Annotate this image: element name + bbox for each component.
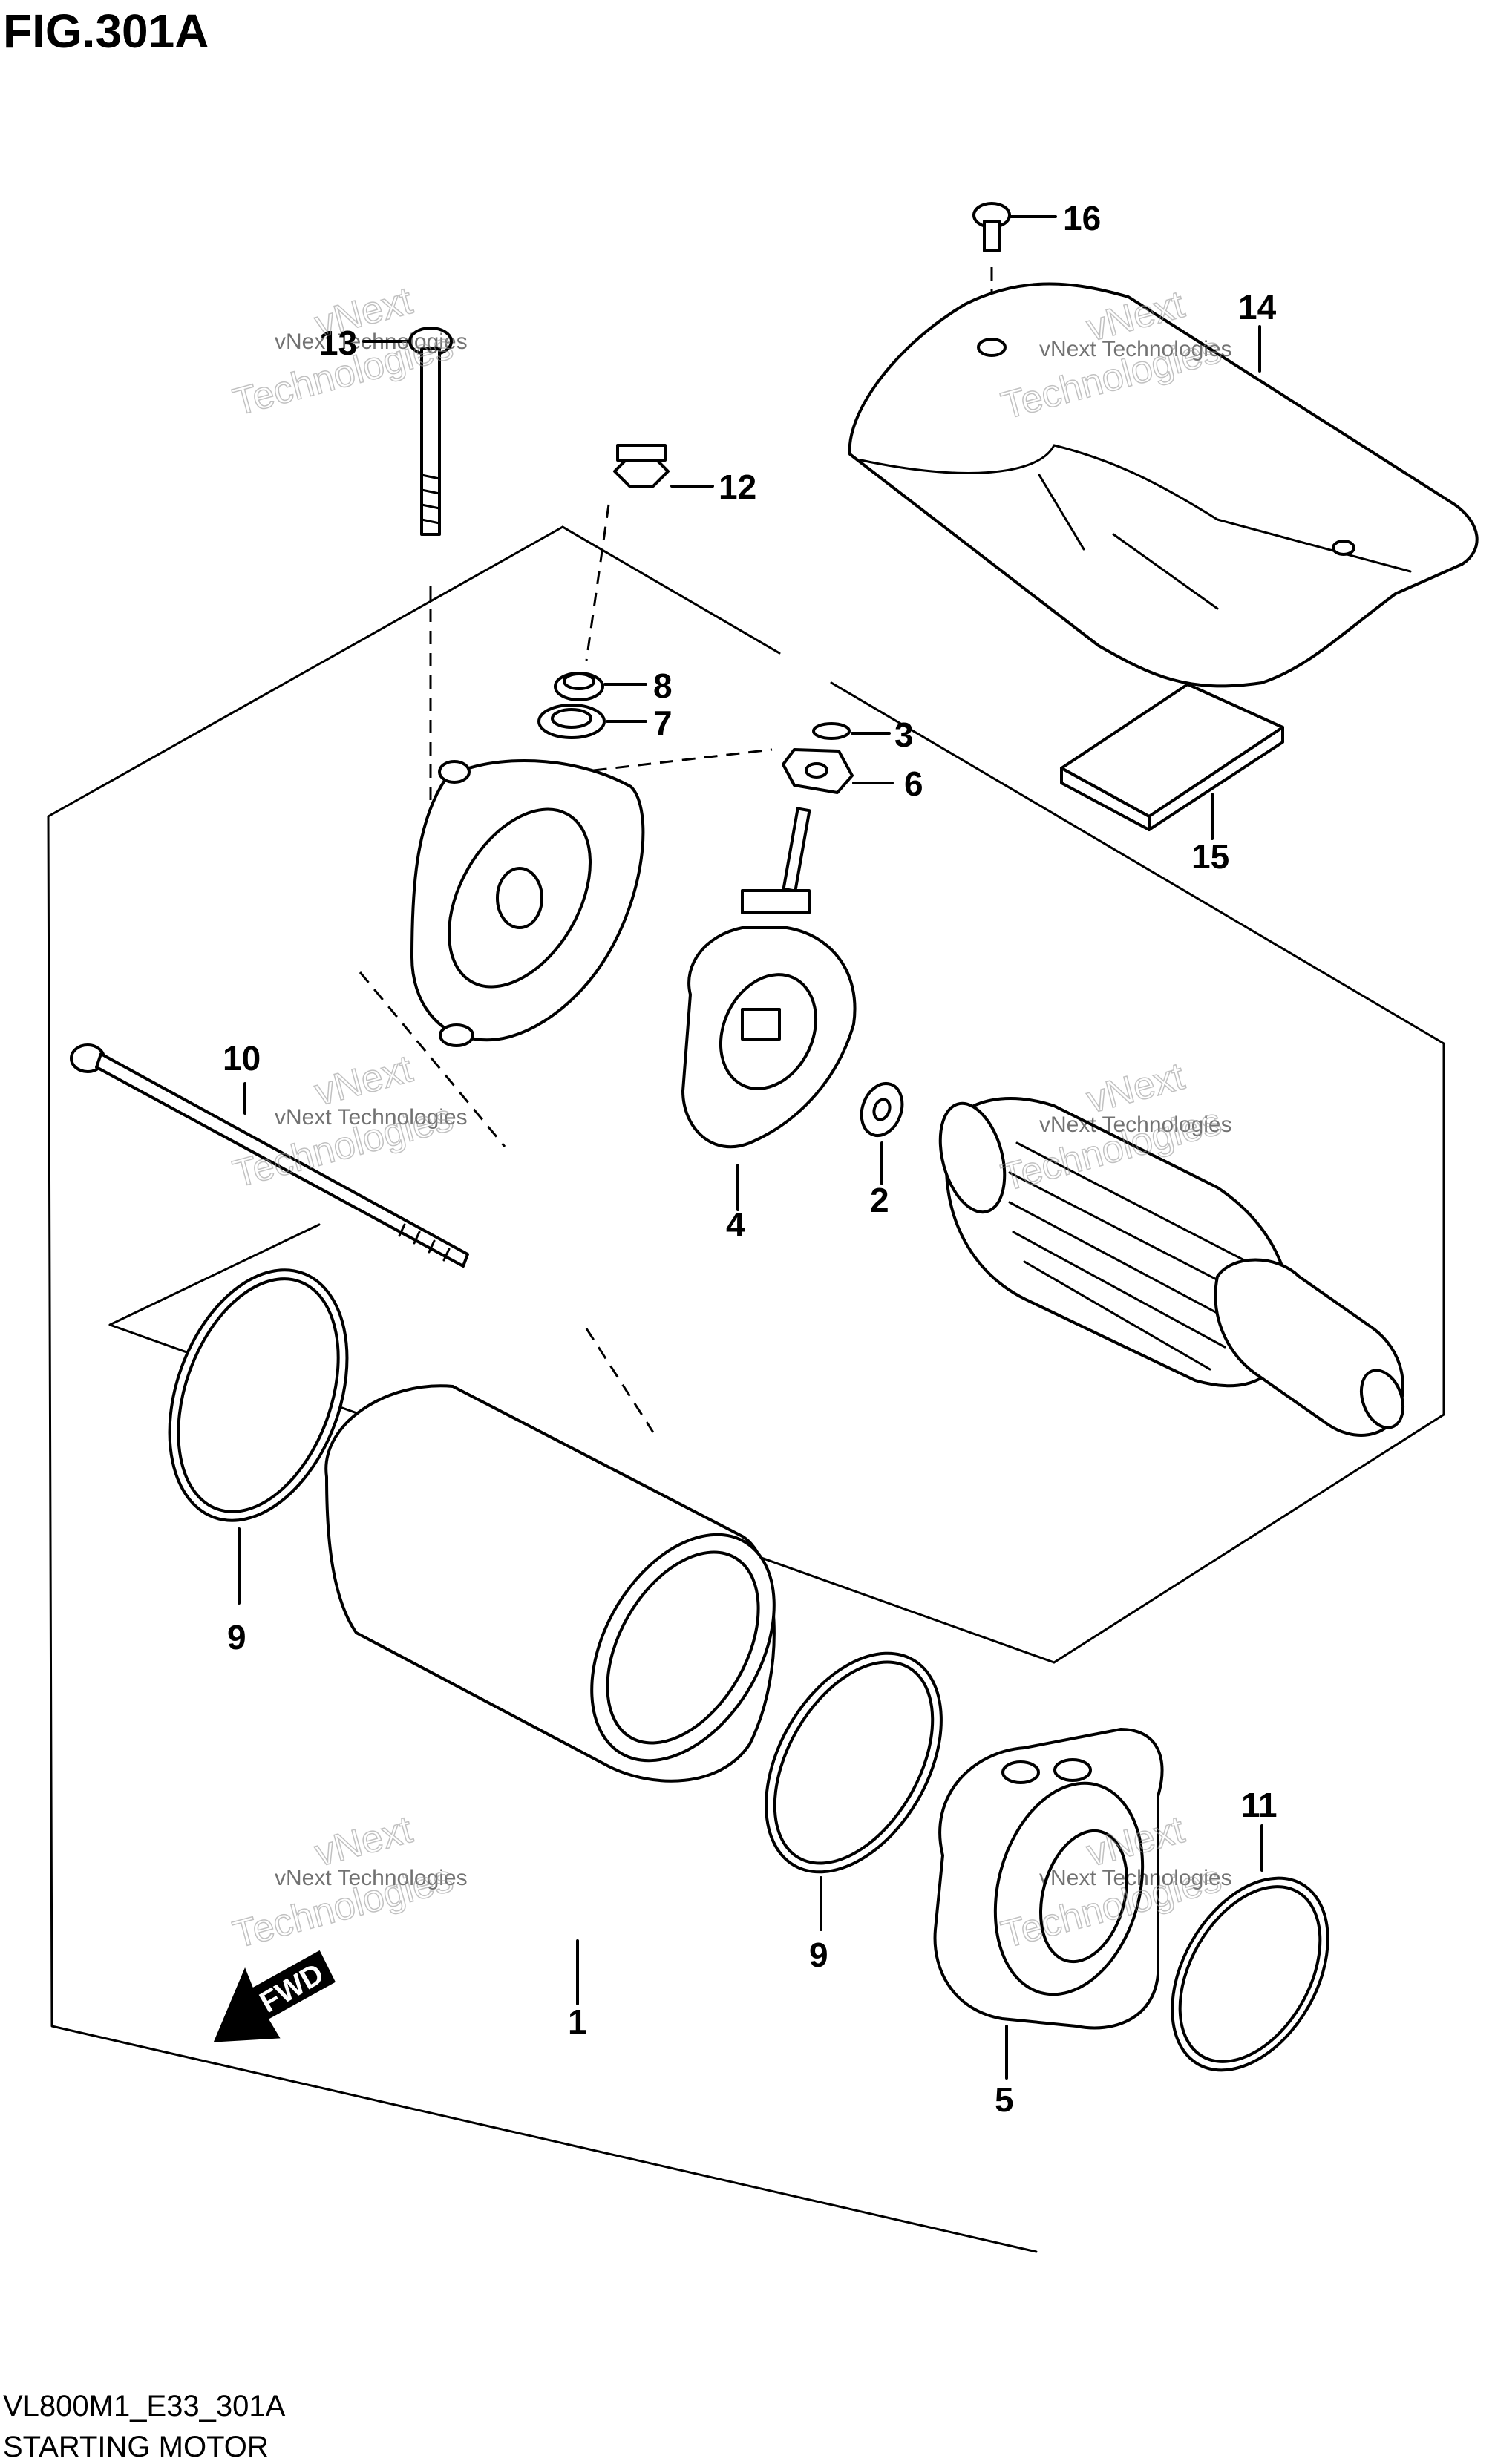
callout-4: 4 [726, 1205, 745, 1244]
part-2-washer [860, 1082, 904, 1185]
svg-text:vNext Technologies: vNext Technologies [275, 1105, 468, 1130]
forward-direction-arrow: FWD [213, 1950, 336, 2042]
part-9-o-ring-left [168, 1268, 349, 1605]
part-6-terminal [782, 748, 894, 794]
callout-6: 6 [904, 764, 923, 803]
rear-bracket-housing [359, 759, 645, 1147]
svg-text:vNext Technologies: vNext Technologies [1039, 1113, 1232, 1137]
callout-5: 5 [995, 2080, 1014, 2119]
callout-2: 2 [870, 1181, 889, 1219]
part-7-seal [537, 704, 647, 739]
svg-text:vNext Technologies: vNext Technologies [275, 1866, 468, 1890]
part-8-nut [554, 672, 647, 701]
watermark-middle-left: vNext Technologies vNext Technologies [228, 1046, 468, 1196]
callout-13: 13 [319, 324, 357, 362]
callout-8: 8 [653, 666, 673, 705]
part-11-o-ring [1171, 1824, 1329, 2072]
callout-11: 11 [1241, 1786, 1278, 1824]
callout-7: 7 [653, 704, 673, 742]
callout-1: 1 [568, 2002, 587, 2041]
part-10-through-bolt [70, 1043, 469, 1268]
callout-14: 14 [1238, 288, 1277, 327]
figure-title: FIG.301A [3, 4, 209, 58]
part-4-brush-holder [681, 807, 857, 1211]
callout-15: 15 [1191, 837, 1229, 876]
callout-9-left: 9 [227, 1618, 246, 1657]
svg-text:vNext: vNext [310, 1808, 417, 1875]
callout-9-right: 9 [809, 1936, 828, 1974]
svg-text:vNext Technologies: vNext Technologies [1039, 1866, 1232, 1890]
figure-name: STARTING MOTOR [3, 2431, 269, 2463]
part-14-cover [848, 282, 1479, 688]
callout-12: 12 [719, 468, 756, 506]
part-5-front-bracket [933, 1728, 1164, 2080]
watermark-bottom-left: vNext Technologies vNext Technologies [228, 1807, 468, 1957]
callout-labels: 1 2 3 4 5 6 7 8 9 9 10 11 12 13 14 15 16 [223, 199, 1278, 2119]
part-16-bolt [972, 202, 1057, 330]
part-9-o-ring-right [765, 1651, 943, 1931]
part-12-nut [585, 444, 714, 661]
svg-text:vNext Technologies: vNext Technologies [275, 330, 468, 354]
figure-code: VL800M1_E33_301A [3, 2390, 286, 2422]
svg-text:vNext Technologies: vNext Technologies [1039, 337, 1232, 361]
part-13-through-bolt [362, 327, 453, 853]
callout-10: 10 [223, 1039, 261, 1078]
part-15-pad [1060, 683, 1284, 840]
part-1-yoke [324, 1384, 776, 2005]
part-3-o-ring [812, 722, 891, 740]
armature [938, 1097, 1405, 1437]
svg-text:vNext: vNext [310, 1047, 417, 1115]
callout-16: 16 [1063, 199, 1101, 237]
callout-3: 3 [894, 715, 914, 754]
